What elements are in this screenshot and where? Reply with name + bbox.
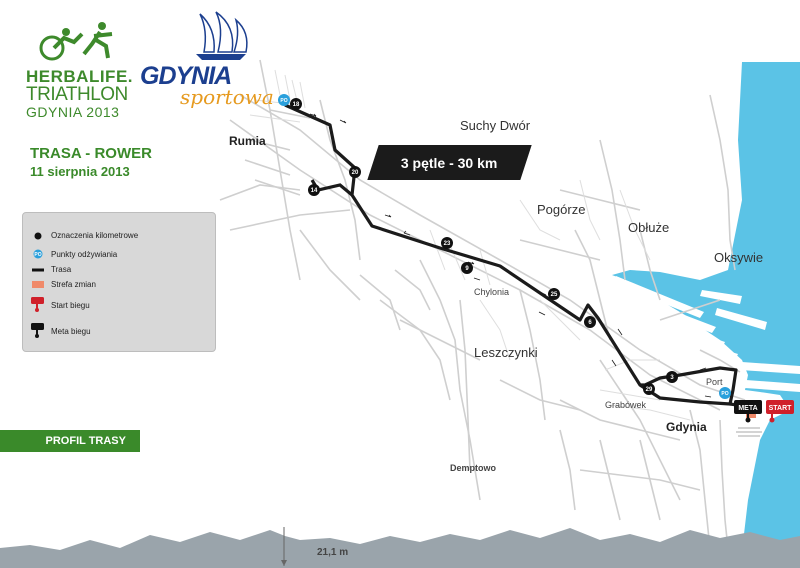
legend-label: Trasa bbox=[51, 265, 72, 274]
transition-zone-icon bbox=[31, 281, 45, 288]
start-flag-icon bbox=[31, 297, 45, 313]
km-marker: 23 bbox=[441, 237, 453, 249]
svg-text:START: START bbox=[769, 405, 793, 412]
route-profile-label: PROFIL TRASY bbox=[0, 430, 140, 452]
svg-text:PO: PO bbox=[721, 391, 728, 397]
herbalife-text: HERBALIFE. bbox=[26, 67, 133, 86]
road-network bbox=[219, 59, 746, 568]
km-marker: 29 bbox=[643, 383, 655, 395]
km-marker-icon bbox=[31, 232, 45, 240]
gdynia-text: GDYNIA bbox=[140, 62, 232, 90]
place-port: Port bbox=[706, 377, 723, 387]
svg-text:20: 20 bbox=[352, 170, 359, 176]
elevation-profile bbox=[0, 528, 800, 568]
svg-text:3: 3 bbox=[670, 375, 674, 381]
km-marker: 20 bbox=[349, 166, 361, 178]
herbalife-triathlon-logo: HERBALIFE. TRIATHLON GDYNIA 2013 bbox=[26, 22, 133, 120]
legend-item: Meta biegu bbox=[31, 323, 91, 339]
svg-text:14: 14 bbox=[311, 188, 318, 194]
legend-item: PO Punkty odżywiania bbox=[31, 249, 117, 259]
gdynia-sportowa-logo: GDYNIA sportowa bbox=[140, 11, 274, 109]
sportowa-text: sportowa bbox=[180, 85, 274, 109]
triathlon-text: TRIATHLON bbox=[26, 84, 128, 105]
legend-label: Punkty odżywiania bbox=[51, 249, 118, 259]
place-rumia: Rumia bbox=[229, 134, 266, 148]
place-suchy-dwor: Suchy Dwór bbox=[460, 118, 531, 133]
map-legend: Oznaczenia kilometrowe PO Punkty odżywia… bbox=[22, 212, 216, 352]
legend-item: Strefa zmian bbox=[31, 280, 96, 289]
legend-label: Meta biegu bbox=[51, 326, 91, 336]
km-marker: 25 bbox=[548, 288, 560, 300]
km-marker: 9 bbox=[461, 262, 473, 274]
svg-text:6: 6 bbox=[588, 320, 592, 326]
place-chylonia: Chylonia bbox=[474, 287, 510, 297]
legend-label: Strefa zmian bbox=[51, 280, 96, 289]
place-pogorze: Pogórze bbox=[537, 202, 586, 217]
km-marker: 18 bbox=[290, 98, 302, 110]
legend-label: Oznaczenia kilometrowe bbox=[51, 231, 139, 240]
svg-text:9: 9 bbox=[465, 266, 469, 272]
elevation-value: 21,1 m bbox=[317, 547, 349, 558]
svg-text:25: 25 bbox=[551, 292, 558, 298]
sailing-ship-icon bbox=[196, 11, 248, 60]
finish-flag: META bbox=[734, 400, 762, 423]
water-point-icon: PO bbox=[31, 249, 45, 259]
place-leszczynki: Leszczynki bbox=[474, 345, 538, 360]
route-date: 11 sierpnia 2013 bbox=[30, 164, 130, 179]
minor-roads bbox=[249, 69, 691, 421]
direction-arrows bbox=[309, 113, 712, 398]
svg-text:META: META bbox=[738, 405, 757, 412]
km-marker: 14 bbox=[308, 184, 320, 196]
place-obluze: Obłuże bbox=[628, 220, 670, 235]
km-marker: 6 bbox=[584, 316, 596, 328]
km-marker: 3 bbox=[666, 371, 678, 383]
legend-item: Trasa bbox=[31, 265, 71, 274]
elevation-marker-arrow bbox=[281, 560, 287, 566]
svg-text:18: 18 bbox=[293, 102, 300, 108]
svg-text:PO: PO bbox=[34, 252, 41, 258]
profile-label-text: PROFIL TRASY bbox=[45, 435, 126, 447]
finish-flag-icon bbox=[31, 323, 45, 339]
route-title: TRASA - ROWER bbox=[30, 145, 152, 162]
transition-zone bbox=[746, 412, 756, 418]
bike-route bbox=[284, 103, 738, 406]
legend-item: Oznaczenia kilometrowe bbox=[31, 231, 138, 240]
legend-label: Start biegu bbox=[51, 300, 90, 310]
place-oksywie: Oksywie bbox=[714, 250, 764, 265]
place-grabowek: Grabówek bbox=[605, 400, 647, 410]
legend-item: Start biegu bbox=[31, 297, 90, 313]
place-demptowo: Demptowo bbox=[450, 463, 496, 473]
svg-text:PO: PO bbox=[280, 98, 287, 104]
triathlon-figures-icon bbox=[39, 22, 113, 61]
sea-area bbox=[612, 62, 800, 568]
gdynia-2013-text: GDYNIA 2013 bbox=[26, 104, 120, 120]
water-point: PO bbox=[719, 387, 731, 399]
route-line-icon bbox=[31, 268, 45, 272]
flag-annotation bbox=[736, 427, 762, 437]
start-flag: START bbox=[766, 400, 794, 423]
svg-text:29: 29 bbox=[646, 387, 653, 393]
place-gdynia: Gdynia bbox=[666, 420, 707, 434]
water-point: PO bbox=[278, 94, 290, 106]
svg-text:23: 23 bbox=[444, 241, 451, 247]
port-piers bbox=[610, 276, 800, 392]
